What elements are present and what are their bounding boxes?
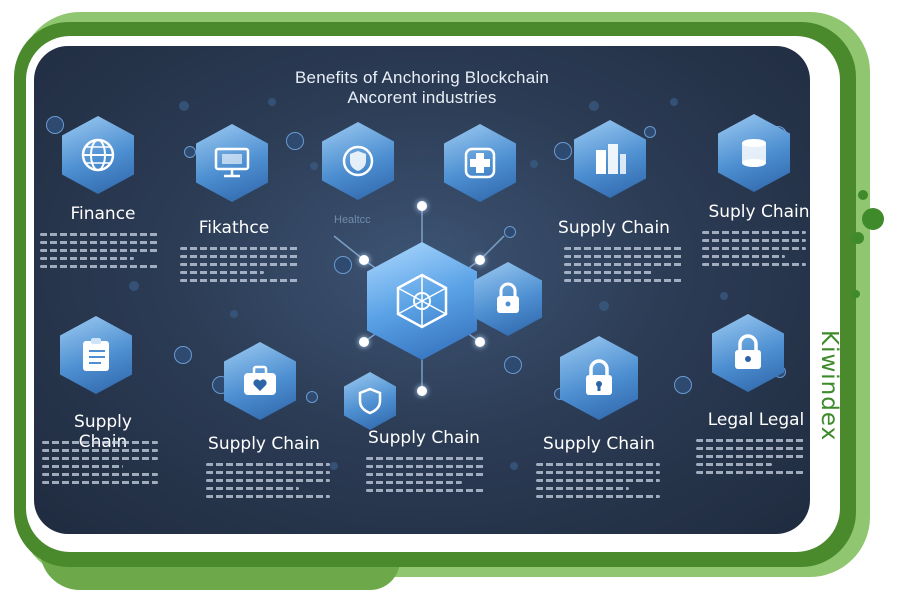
card-label: Supply Chain (558, 218, 670, 238)
buildings-icon (574, 120, 646, 198)
monitor-icon (196, 124, 268, 202)
card-label: Supply Chain (208, 434, 320, 454)
decorative-dot (504, 356, 522, 374)
card-description (42, 436, 158, 489)
card-label: Finance (70, 204, 136, 224)
network-node (417, 386, 427, 396)
infographic-title: Benefits of Anchoring Blockchain (295, 68, 549, 87)
card-description (180, 242, 300, 287)
card-description (536, 458, 660, 503)
brand-dot (852, 290, 860, 298)
clipboard-checklist-icon (60, 316, 132, 394)
decorative-dot (174, 346, 192, 364)
medical-cross-icon (444, 124, 516, 202)
database-icon (718, 114, 790, 192)
card-label: Suply Chain (708, 202, 810, 222)
globe-network-icon (62, 116, 134, 194)
card-hexagon (196, 124, 268, 202)
card-label: Supply Chain (368, 428, 480, 448)
card-hexagon (560, 336, 638, 420)
card-hexagon (322, 122, 394, 200)
brand-dot (858, 190, 868, 200)
decorative-dot (674, 376, 692, 394)
card-hexagon (712, 314, 784, 392)
network-node (475, 337, 485, 347)
card-hexagon (224, 342, 296, 420)
padlock-icon (712, 314, 784, 392)
card-description (564, 242, 684, 287)
finance-hexagon (62, 116, 134, 194)
brand-dot (862, 208, 884, 230)
hexagon-shield-icon (344, 372, 396, 430)
network-node (417, 201, 427, 211)
decorative-dot (554, 142, 572, 160)
decorative-dot (644, 126, 656, 138)
card-description (40, 228, 158, 273)
card-description (702, 226, 806, 271)
decorative-dot (334, 256, 352, 274)
card-description (366, 452, 486, 497)
padlock-icon (560, 336, 638, 420)
decorative-dot (286, 132, 304, 150)
card-hexagon (60, 316, 132, 394)
infographic-subtitle: Aɴcorent industries (347, 88, 497, 107)
blockchain-network-icon (367, 242, 477, 360)
card-description (206, 458, 330, 503)
shield-check-icon (322, 122, 394, 200)
brand-logo-text: Kiwindex (816, 330, 842, 442)
watermark-text: Healtcc (334, 214, 371, 226)
network-node (359, 255, 369, 265)
infographic-canvas: Benefits of Anchoring Blockchain Aɴcoren… (34, 46, 810, 534)
decorative-dot (46, 116, 64, 134)
card-label: Supply Chain (543, 434, 655, 454)
network-node (359, 337, 369, 347)
decorative-dot (306, 391, 318, 403)
padlock-icon (474, 262, 542, 336)
briefcase-heart-icon (224, 342, 296, 420)
card-hexagon (574, 120, 646, 198)
card-label: Legal Legal (707, 410, 805, 430)
decorative-dot (504, 226, 516, 238)
decorative-dot (184, 146, 196, 158)
card-hexagon (718, 114, 790, 192)
network-node (475, 255, 485, 265)
card-label: Fikathce (198, 218, 270, 238)
card-description (696, 434, 804, 479)
brand-dot (852, 232, 864, 244)
card-hexagon (444, 124, 516, 202)
